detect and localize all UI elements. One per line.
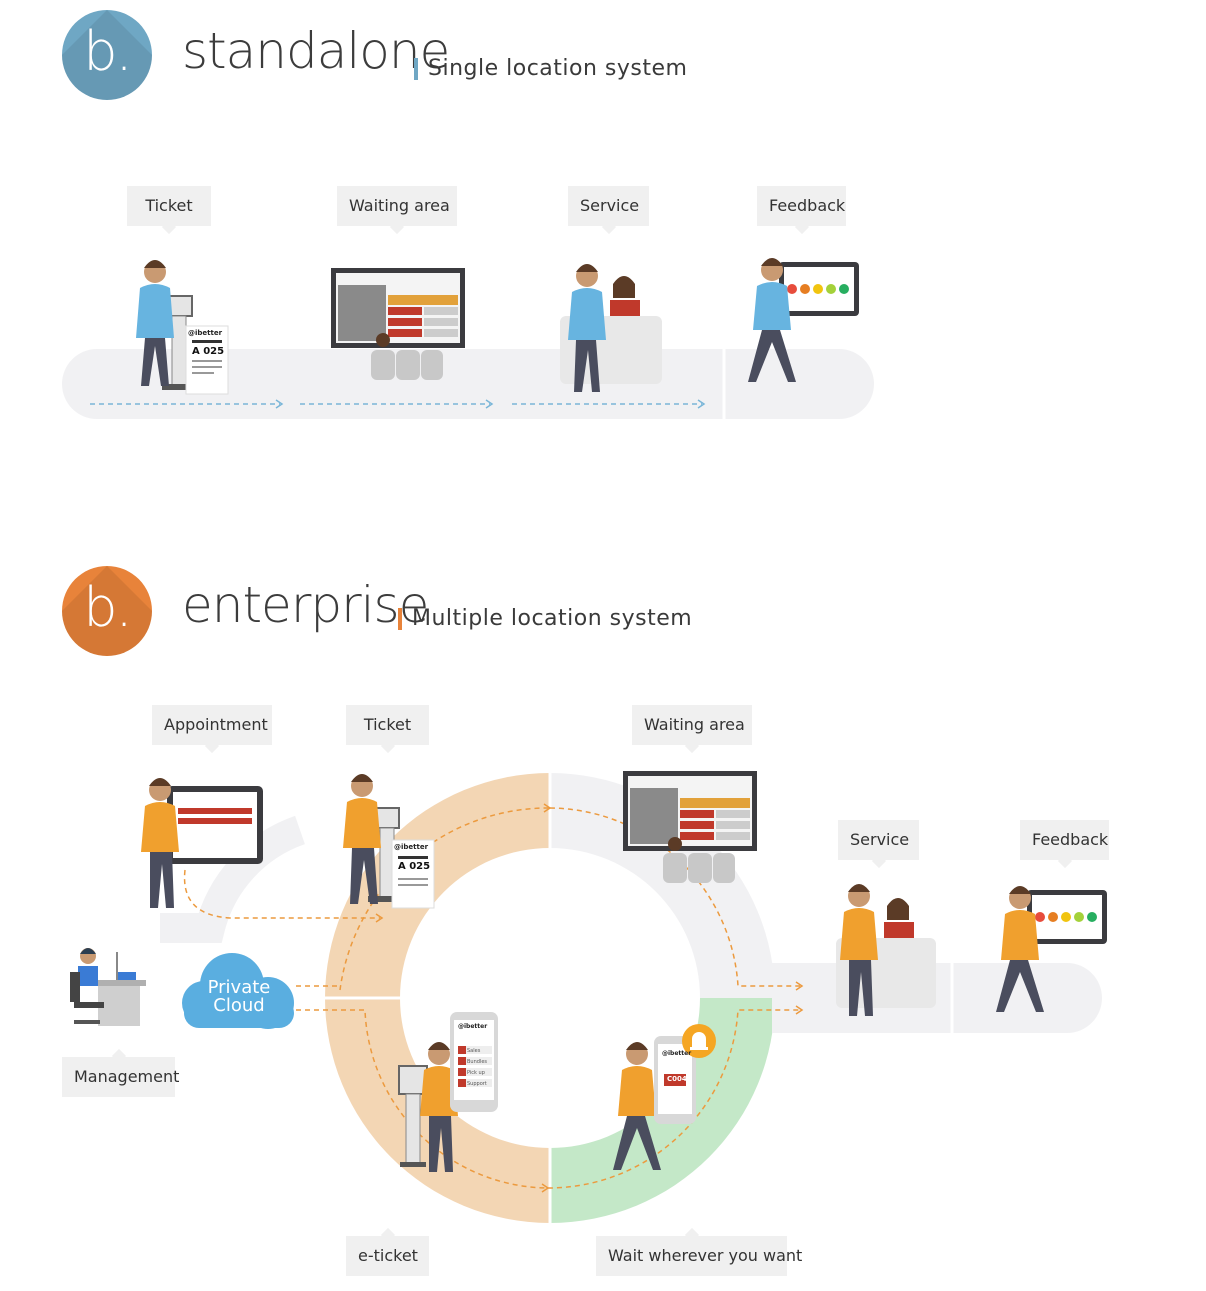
label-ticket-text: Ticket xyxy=(363,715,412,734)
phone-brand-2: @ibetter xyxy=(662,1050,692,1057)
feedback-tablet-icon xyxy=(779,262,859,316)
person-service-enterprise xyxy=(840,884,878,1016)
paper-ticket-enterprise xyxy=(391,839,435,909)
label-service-text: Service xyxy=(850,830,910,849)
person-eticket xyxy=(420,1042,458,1172)
label-management: Management xyxy=(62,1048,179,1097)
cloud-label-line2: Cloud xyxy=(213,995,265,1016)
mobile-ticket-number: C004 xyxy=(667,1075,687,1083)
standalone-subtitle-text: Single location system xyxy=(428,56,688,81)
step-feedback: Feedback xyxy=(757,186,846,235)
ticket-brand: @ibetter xyxy=(188,329,223,337)
label-service: Service xyxy=(838,820,919,869)
phone-icon xyxy=(654,1036,696,1124)
person-service xyxy=(568,264,606,392)
kiosk-icon xyxy=(398,1065,428,1167)
standalone-subtitle: Single location system xyxy=(414,56,687,81)
enterprise-logo: b. xyxy=(62,566,152,656)
label-e-ticket: e-ticket xyxy=(346,1227,429,1276)
mobile-menu-pickup: Pick up xyxy=(467,1070,485,1076)
step-ticket: Ticket xyxy=(127,186,211,235)
logo-glyph: b. xyxy=(83,575,132,639)
label-waiting-area: Waiting area xyxy=(632,705,752,754)
step-ticket-label: Ticket xyxy=(145,196,193,215)
step-service: Service xyxy=(568,186,649,235)
desk-computer-icon xyxy=(70,948,146,1026)
enterprise-subtitle-text: Multiple location system xyxy=(412,606,693,631)
mobile-menu-sales: Sales xyxy=(467,1048,481,1054)
mobile-menu-support: Support xyxy=(467,1081,487,1087)
label-appointment-text: Appointment xyxy=(164,715,268,734)
step-waiting-area: Waiting area xyxy=(337,186,457,235)
standalone-brand: standalone xyxy=(182,22,450,80)
label-feedback: Feedback xyxy=(1020,820,1109,869)
label-wait-anywhere: Wait wherever you want xyxy=(596,1227,802,1276)
waiting-chairs xyxy=(663,837,735,883)
label-appointment: Appointment xyxy=(152,705,272,754)
ticket-number-enterprise: A 025 xyxy=(398,861,431,872)
ticket-brand-enterprise: @ibetter xyxy=(394,843,429,851)
paper-ticket xyxy=(185,325,229,395)
label-feedback-text: Feedback xyxy=(1032,830,1109,849)
phone-icon xyxy=(450,1012,498,1112)
label-waiting-text: Waiting area xyxy=(644,715,745,734)
person-appointment xyxy=(141,778,179,908)
standalone-logo: b. xyxy=(62,10,152,100)
enterprise-subtitle: Multiple location system xyxy=(398,606,692,631)
logo-glyph: b. xyxy=(83,19,132,83)
person-wait-anywhere xyxy=(613,1042,661,1170)
enterprise-brand: enterprise xyxy=(182,576,429,634)
step-service-label: Service xyxy=(580,196,640,215)
phone-brand: @ibetter xyxy=(458,1023,488,1030)
label-wait-anywhere-text: Wait wherever you want xyxy=(608,1246,803,1265)
person-ticket xyxy=(136,260,174,386)
mobile-menu: Sales Bundles Pick up Support xyxy=(467,1046,487,1090)
display-screen-icon xyxy=(331,268,465,348)
cloud-label-line1: Private xyxy=(207,977,271,998)
feedback-tablet-icon xyxy=(1027,890,1107,944)
step-feedback-label: Feedback xyxy=(769,196,846,215)
label-ticket: Ticket xyxy=(346,705,429,754)
label-management-text: Management xyxy=(74,1067,180,1086)
cloud-icon xyxy=(182,953,294,1029)
appointment-tablet-icon xyxy=(167,786,263,864)
display-screen-icon xyxy=(623,771,757,851)
cloud-label: Private Cloud xyxy=(184,979,294,1015)
ticket-number: A 025 xyxy=(192,346,225,357)
person-feedback-enterprise xyxy=(996,886,1044,1012)
label-e-ticket-text: e-ticket xyxy=(358,1246,418,1265)
step-waiting-label: Waiting area xyxy=(349,196,450,215)
bell-icon xyxy=(682,1024,716,1058)
person-feedback xyxy=(748,258,796,382)
person-ticket-enterprise xyxy=(343,774,381,904)
mobile-menu-bundles: Bundles xyxy=(467,1059,488,1065)
waiting-chairs xyxy=(371,333,443,380)
